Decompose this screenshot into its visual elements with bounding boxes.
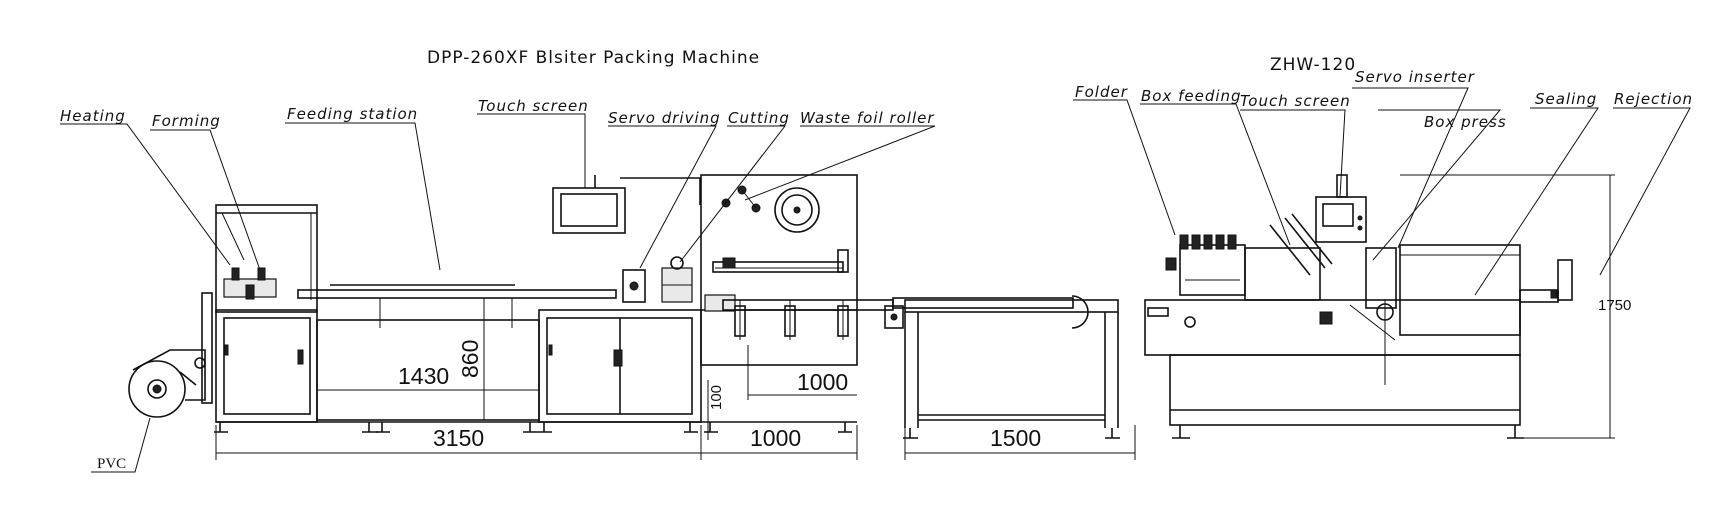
label-cutting: Cutting	[728, 109, 790, 127]
label-sealing: Sealing	[1535, 90, 1597, 108]
label-touch-screen-1: Touch screen	[478, 97, 589, 115]
touch-screen-unit-2	[1315, 174, 1367, 243]
sealing-housing	[1365, 244, 1573, 336]
cartoning-machine	[1144, 174, 1573, 439]
box-magazine	[1244, 213, 1333, 301]
touch-screen-unit-1	[552, 175, 701, 234]
folder-unit	[1165, 234, 1246, 296]
label-feeding-station: Feeding station	[287, 105, 418, 123]
leader-lines	[60, 87, 1691, 473]
dim-1750: 1750	[1598, 297, 1631, 314]
label-rejection: Rejection	[1614, 90, 1693, 108]
forming-tower	[215, 204, 318, 313]
machine2-title: ZHW-120	[1270, 55, 1356, 75]
label-forming: Forming	[152, 112, 221, 130]
dim-1000-lower: 1000	[750, 425, 801, 451]
label-waste-foil-roller: Waste foil roller	[800, 109, 935, 127]
label-servo-driving: Servo driving	[608, 109, 721, 127]
label-heating: Heating	[60, 107, 126, 125]
dim-3150: 3150	[433, 425, 484, 451]
left-cabinet	[215, 309, 318, 423]
label-box-press: Box press	[1424, 113, 1507, 131]
label-folder: Folder	[1075, 83, 1128, 101]
pvc-roll	[128, 292, 213, 418]
label-pvc: PVC	[97, 456, 126, 472]
servo-cutting-area	[622, 256, 693, 303]
label-touch-screen-2: Touch screen	[1240, 92, 1351, 110]
dim-100: 100	[708, 385, 725, 410]
blister-machine	[128, 174, 1074, 433]
label-servo-inserter: Servo inserter	[1355, 68, 1475, 86]
dim-860: 860	[457, 340, 483, 378]
label-box-feeding: Box feeding	[1141, 87, 1242, 105]
transfer-conveyor	[722, 297, 1074, 340]
dim-1430: 1430	[398, 363, 449, 389]
buffer-conveyor	[903, 295, 1120, 439]
dim-1000-upper: 1000	[797, 369, 848, 395]
waste-foil-tower	[700, 174, 858, 366]
dim-1500: 1500	[990, 425, 1041, 451]
feeding-table	[297, 284, 617, 328]
dimension-lines	[215, 174, 1615, 460]
machine1-title: DPP-260XF Blsiter Packing Machine	[427, 48, 760, 68]
cartoner-body	[1144, 299, 1524, 439]
right-cabinet	[538, 309, 702, 423]
machine1-feet	[214, 421, 857, 433]
